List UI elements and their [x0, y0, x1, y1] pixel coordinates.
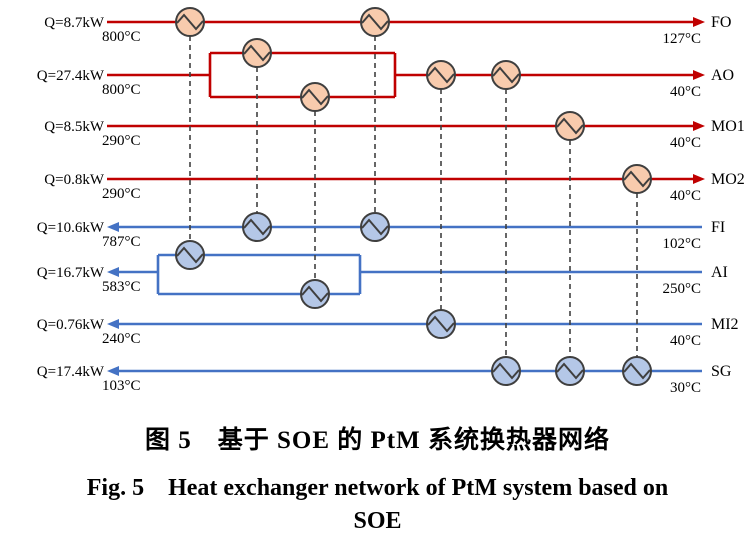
- heat-exchanger-icon: [361, 13, 389, 31]
- caption-english-line1: Fig. 5 Heat exchanger network of PtM sys…: [86, 475, 669, 501]
- hot-exchanger-AO: [300, 82, 330, 112]
- duty-label: Q=8.5kW: [44, 119, 105, 135]
- cold-exchanger-SG: [491, 356, 521, 386]
- right-temp-label: 102°C: [662, 236, 701, 252]
- right-temp-label: 40°C: [670, 84, 701, 100]
- caption-english-line2: SOE: [353, 508, 402, 534]
- right-temp-label: 127°C: [662, 31, 701, 47]
- stream-name-label: MO2: [711, 171, 745, 188]
- caption-chinese: 图 5 基于 SOE 的 PtM 系统换热器网络: [145, 427, 610, 454]
- hot-exchanger-FO: [175, 7, 205, 37]
- duty-label: Q=27.4kW: [37, 68, 105, 84]
- stream-name-label: FO: [711, 14, 731, 31]
- hot-exchanger-AO: [491, 60, 521, 90]
- duty-label: Q=0.8kW: [44, 172, 105, 188]
- duty-label: Q=10.6kW: [37, 220, 105, 236]
- stream-name-label: AI: [711, 264, 728, 281]
- heat-exchanger-icon: [243, 218, 271, 236]
- heat-exchanger-icon: [623, 170, 651, 188]
- heat-exchanger-network-diagram: Q=8.7kW800°CFO127°CQ=27.4kW800°CAO40°CQ=…: [37, 7, 745, 396]
- cold-exchanger-AI: [300, 279, 330, 309]
- flow-arrow-icon: [693, 70, 705, 80]
- stream-name-label: MO1: [711, 118, 745, 135]
- left-temp-label: 583°C: [102, 279, 141, 295]
- heat-exchanger-icon: [492, 66, 520, 84]
- left-temp-label: 290°C: [102, 133, 141, 149]
- right-temp-label: 250°C: [662, 281, 701, 297]
- cold-exchanger-MI2: [426, 309, 456, 339]
- heat-exchanger-icon: [176, 13, 204, 31]
- flow-arrow-icon: [107, 366, 119, 376]
- hot-exchanger-AO: [242, 38, 272, 68]
- hot-exchanger-FO: [360, 7, 390, 37]
- left-temp-label: 787°C: [102, 234, 141, 250]
- hot-exchanger-MO2: [622, 164, 652, 194]
- hot-exchanger-AO: [426, 60, 456, 90]
- duty-label: Q=16.7kW: [37, 265, 105, 281]
- heat-exchanger-icon: [301, 285, 329, 303]
- duty-label: Q=8.7kW: [44, 15, 105, 31]
- left-temp-label: 800°C: [102, 82, 141, 98]
- flow-arrow-icon: [107, 319, 119, 329]
- heat-exchanger-icon: [243, 44, 271, 62]
- flow-arrow-icon: [693, 174, 705, 184]
- stream-name-label: SG: [711, 363, 732, 380]
- hot-exchanger-MO1: [555, 111, 585, 141]
- flow-arrow-icon: [107, 267, 119, 277]
- cold-exchanger-SG: [555, 356, 585, 386]
- heat-exchanger-icon: [176, 246, 204, 264]
- heat-exchanger-icon: [623, 362, 651, 380]
- right-temp-label: 40°C: [670, 333, 701, 349]
- stream-name-label: FI: [711, 219, 725, 236]
- heat-exchanger-icon: [361, 218, 389, 236]
- cold-exchanger-FI: [242, 212, 272, 242]
- cold-exchanger-AI: [175, 240, 205, 270]
- cold-exchanger-SG: [622, 356, 652, 386]
- cold-exchanger-FI: [360, 212, 390, 242]
- right-temp-label: 40°C: [670, 188, 701, 204]
- heat-exchanger-icon: [556, 117, 584, 135]
- left-temp-label: 800°C: [102, 29, 141, 45]
- flow-arrow-icon: [693, 121, 705, 131]
- heat-exchanger-icon: [492, 362, 520, 380]
- right-temp-label: 30°C: [670, 380, 701, 396]
- heat-exchanger-icon: [301, 88, 329, 106]
- heat-exchanger-icon: [556, 362, 584, 380]
- left-temp-label: 240°C: [102, 331, 141, 347]
- left-temp-label: 103°C: [102, 378, 141, 394]
- stream-name-label: MI2: [711, 316, 739, 333]
- heat-exchanger-icon: [427, 66, 455, 84]
- left-temp-label: 290°C: [102, 186, 141, 202]
- right-temp-label: 40°C: [670, 135, 701, 151]
- heat-exchanger-icon: [427, 315, 455, 333]
- duty-label: Q=0.76kW: [37, 317, 105, 333]
- flow-arrow-icon: [693, 17, 705, 27]
- duty-label: Q=17.4kW: [37, 364, 105, 380]
- stream-name-label: AO: [711, 67, 734, 84]
- flow-arrow-icon: [107, 222, 119, 232]
